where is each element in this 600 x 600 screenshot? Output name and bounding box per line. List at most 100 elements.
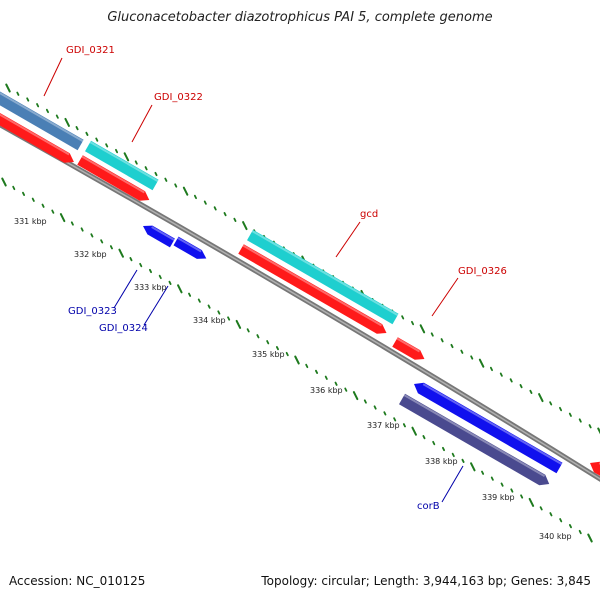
outer-minor-tick <box>164 177 168 182</box>
inner-minor-tick <box>51 209 55 214</box>
leader-gdi_0326 <box>431 277 459 317</box>
inner-minor-tick <box>100 239 104 244</box>
inner-minor-tick <box>188 292 192 297</box>
ruler-label-5: 335 kbp <box>252 350 285 359</box>
inner-minor-tick <box>31 197 35 202</box>
inner-minor-tick <box>578 529 582 535</box>
gene-gdi0323-cds-shape <box>143 225 175 248</box>
ruler-label-10: 340 kbp <box>539 532 572 541</box>
outer-minor-tick <box>568 412 572 417</box>
gene-gcd-cds-gloss <box>242 244 383 327</box>
gene-gdi0322-cds-gloss <box>81 155 145 194</box>
gene-label-gcd: gcd <box>360 209 378 220</box>
inner-major-tick <box>470 462 476 472</box>
inner-minor-tick <box>363 399 367 404</box>
inner-minor-tick <box>197 298 201 303</box>
outer-minor-tick <box>509 378 513 383</box>
inner-minor-tick <box>158 274 162 280</box>
outer-minor-tick <box>213 206 217 211</box>
outer-major-tick <box>419 324 426 334</box>
inner-minor-tick <box>129 257 133 262</box>
inner-minor-tick <box>41 203 45 208</box>
inner-minor-tick <box>481 470 485 475</box>
gene-gdi0322-cds <box>77 155 150 201</box>
outer-minor-tick <box>411 320 415 326</box>
inner-minor-tick <box>285 351 289 357</box>
outer-minor-tick <box>85 131 89 136</box>
inner-minor-tick <box>275 346 279 351</box>
inner-minor-tick <box>109 245 113 250</box>
inner-minor-tick <box>227 316 231 321</box>
gene-gdi0321-cds-shape <box>0 112 74 163</box>
outer-minor-tick <box>549 401 553 406</box>
ruler-label-9: 339 kbp <box>482 493 515 502</box>
label-leader-lines <box>43 57 464 503</box>
gene-edge-red-cds-shape <box>590 461 600 480</box>
inner-minor-tick <box>90 233 94 238</box>
inner-minor-tick <box>393 417 397 422</box>
gene-gdi0321-feature <box>0 89 84 151</box>
outer-minor-tick <box>193 194 197 200</box>
gene-gcd-feature-gloss <box>251 230 399 316</box>
gene-gdi0326-cds <box>392 337 425 360</box>
outer-minor-tick <box>203 200 207 205</box>
outer-minor-tick <box>450 343 454 349</box>
leader-gdi_0323 <box>113 269 138 309</box>
outer-minor-tick <box>519 384 523 389</box>
inner-minor-tick <box>500 482 504 487</box>
gene-label-gdi_0326: GDI_0326 <box>458 266 507 277</box>
gene-corb-feature <box>399 393 550 486</box>
leader-gdi_0321 <box>43 57 63 97</box>
outer-minor-tick <box>489 366 493 372</box>
inner-major-tick <box>59 213 66 223</box>
gene-blue-long-cds-gloss <box>422 383 563 465</box>
ruler-label-4: 334 kbp <box>193 316 226 325</box>
accession-text: Accession: NC_010125 <box>9 574 146 588</box>
outer-minor-tick <box>134 160 138 165</box>
inner-minor-tick <box>334 381 338 386</box>
outer-minor-tick <box>233 217 237 222</box>
gene-label-gdi_0323: GDI_0323 <box>68 306 117 317</box>
inner-minor-tick <box>461 458 465 463</box>
outer-minor-tick <box>45 108 49 114</box>
outer-minor-tick <box>144 166 148 171</box>
gene-blue-long-cds-shape <box>414 382 563 474</box>
outer-minor-tick <box>174 183 178 188</box>
gene-gdi0321-feature-shape <box>0 89 84 151</box>
gene-gdi0322-cds-shape <box>77 155 150 201</box>
inner-minor-tick <box>451 452 455 458</box>
inner-minor-tick <box>520 494 524 499</box>
inner-major-tick <box>1 177 7 187</box>
backbone-highlight <box>0 123 600 480</box>
gene-gcd-cds-shape <box>238 244 387 334</box>
gene-edge-red-cds <box>590 461 600 480</box>
outer-minor-tick <box>105 143 109 148</box>
ruler-label-1: 331 kbp <box>14 217 47 226</box>
gene-labels: GDI_0321GDI_0322gcdGDI_0326GDI_0323GDI_0… <box>66 45 507 512</box>
inner-minor-tick <box>315 369 319 374</box>
gene-gcd-cds <box>238 244 387 334</box>
inner-major-tick <box>177 284 183 294</box>
ruler-label-8: 338 kbp <box>425 457 458 466</box>
inner-minor-tick <box>256 334 260 339</box>
leader-gdi_0322 <box>131 104 153 143</box>
inner-major-tick <box>294 355 300 365</box>
outer-minor-tick <box>460 349 464 354</box>
gene-corb-feature-shape <box>399 393 550 486</box>
inner-minor-tick <box>568 524 572 529</box>
gene-label-gdi_0324: GDI_0324 <box>99 323 148 334</box>
gene-gdi0321-cds <box>0 112 74 163</box>
outer-minor-tick <box>430 332 434 337</box>
inner-minor-tick <box>148 268 153 274</box>
outer-major-tick <box>538 393 544 403</box>
inner-major-tick <box>528 497 535 507</box>
inner-minor-tick <box>246 328 250 333</box>
outer-major-tick <box>182 186 189 196</box>
ruler-label-3: 333 kbp <box>134 283 167 292</box>
outer-major-tick <box>242 221 248 231</box>
inner-minor-tick <box>305 363 309 369</box>
inner-major-tick <box>352 391 359 401</box>
ruler-label-2: 332 kbp <box>74 250 107 259</box>
